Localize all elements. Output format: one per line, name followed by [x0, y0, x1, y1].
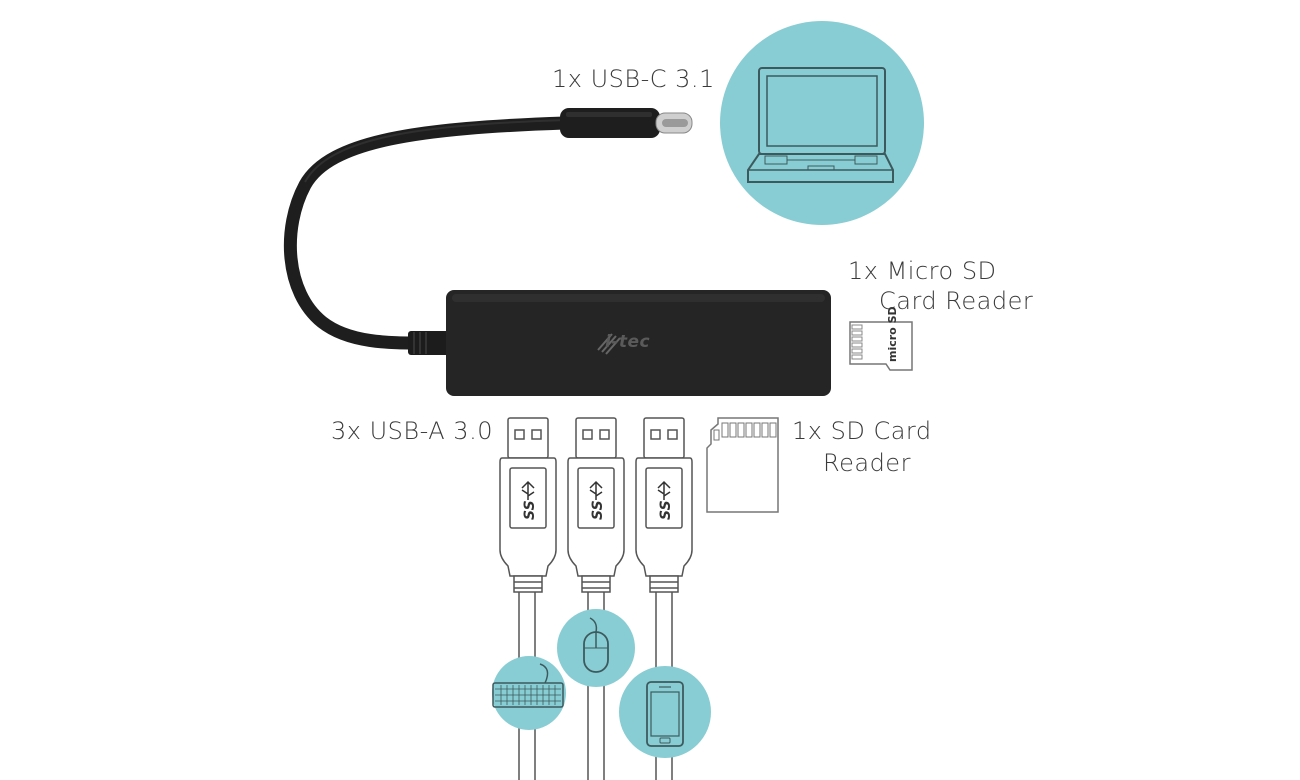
smartphone-icon — [619, 666, 711, 758]
usb-a-plug-icon: SS — [567, 417, 625, 593]
micro-sd-logo-text: micro SD — [886, 306, 899, 362]
usb-a-plug-icon: SS — [635, 417, 693, 593]
usb-ss-logo-2: SS — [590, 500, 606, 520]
laptop-icon — [720, 21, 924, 225]
micro-sd-label-line2: Card Reader — [879, 287, 1034, 315]
hub-body — [446, 290, 831, 396]
usb-c-cable — [283, 116, 572, 355]
usb-c-label: 1x USB-C 3.1 — [552, 65, 715, 93]
usb-a-label: 3x USB-A 3.0 — [331, 417, 493, 445]
sd-card-icon — [706, 417, 779, 513]
micro-sd-card-icon: micro SD — [849, 306, 913, 371]
i-tec-logo — [597, 333, 621, 355]
micro-sd-label-line1: 1x Micro SD — [848, 257, 997, 285]
sd-card-label-line1: 1x SD Card — [792, 417, 932, 445]
sd-card-label-line2: Reader — [823, 449, 911, 477]
usb-a-plug-icon: SS — [499, 417, 557, 593]
hub-brand-text: i-tec — [605, 332, 651, 352]
usb-c-plug — [560, 108, 693, 138]
usb-ss-logo-3: SS — [658, 500, 674, 520]
usb-ss-logo-1: SS — [522, 500, 538, 520]
mouse-icon — [557, 609, 635, 687]
keyboard-icon — [492, 656, 566, 730]
